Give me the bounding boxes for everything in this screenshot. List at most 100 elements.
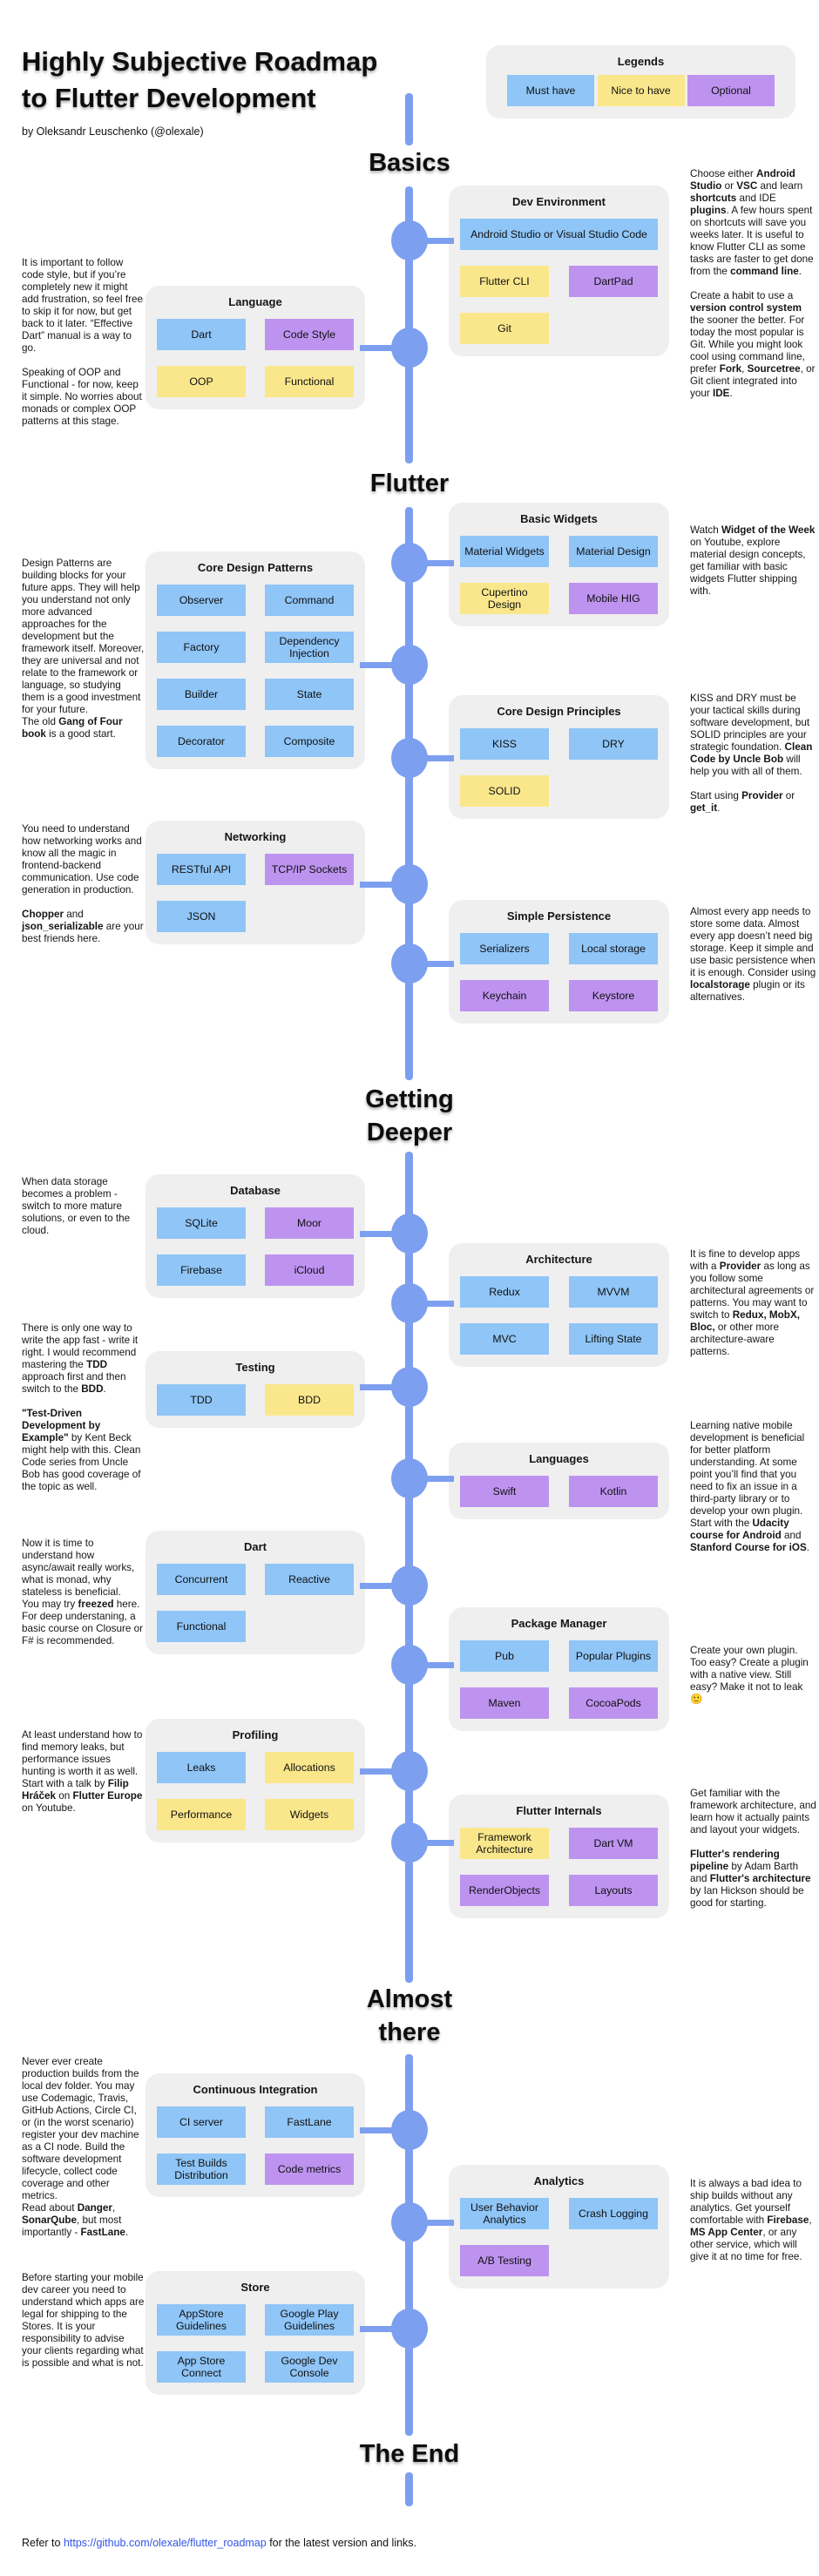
chip-mvvm: MVVM xyxy=(569,1276,658,1308)
timeline-connector-continuous-integration xyxy=(360,2127,410,2133)
chip-oop: OOP xyxy=(157,366,246,397)
chip-crash-logging: Crash Logging xyxy=(569,2198,658,2229)
note-basic-widgets: Watch Widget of the Week on Youtube, exp… xyxy=(690,524,816,597)
chip-lifting-state: Lifting State xyxy=(569,1323,658,1355)
legend-title: Legends xyxy=(617,55,665,68)
chip-appstore-guidelines: AppStore Guidelines xyxy=(157,2304,246,2336)
chip-test-builds-distribution: Test Builds Distribution xyxy=(157,2153,246,2185)
chip-pub: Pub xyxy=(460,1640,549,1672)
timeline-node-store xyxy=(391,2309,428,2349)
timeline-node-profiling xyxy=(391,1751,428,1791)
note-flutter-internals: Get familiar with the framework architec… xyxy=(690,1788,816,1909)
chip-kotlin: Kotlin xyxy=(569,1476,658,1507)
group-title-simple-persistence: Simple Persistence xyxy=(506,909,612,923)
footer-link[interactable]: https://github.com/olexale/flutter_roadm… xyxy=(63,2537,267,2549)
chip-composite: Composite xyxy=(265,726,354,757)
chip-cupertino-design: Cupertino Design xyxy=(460,583,549,614)
chip-functional: Functional xyxy=(265,366,354,397)
page-title-line2: to Flutter Development xyxy=(22,83,316,113)
note-database: When data storage becomes a problem - sw… xyxy=(22,1176,131,1236)
chip-functional: Functional xyxy=(157,1611,246,1642)
timeline-segment xyxy=(405,186,413,463)
chip-factory: Factory xyxy=(157,632,246,663)
group-title-core-design-principles: Core Design Principles xyxy=(497,705,621,718)
timeline-node-languages xyxy=(391,1458,428,1498)
group-title-continuous-integration: Continuous Integration xyxy=(193,2083,318,2096)
group-title-language: Language xyxy=(228,295,282,308)
group-title-flutter-internals: Flutter Internals xyxy=(516,1804,602,1817)
footer-suffix: for the latest version and links. xyxy=(266,2537,417,2549)
page-title: Highly Subjective Roadmap to Flutter Dev… xyxy=(22,44,431,117)
group-title-basic-widgets: Basic Widgets xyxy=(520,512,598,525)
timeline-node-core-design-principles xyxy=(391,738,428,778)
group-title-architecture: Architecture xyxy=(525,1253,592,1266)
chip-app-store-connect: App Store Connect xyxy=(157,2351,246,2383)
chip-git: Git xyxy=(460,313,549,344)
timeline-node-flutter-internals xyxy=(391,1822,428,1863)
chip-firebase: Firebase xyxy=(157,1254,246,1286)
note-networking: You need to understand how networking wo… xyxy=(22,823,144,944)
chip-material-design: Material Design xyxy=(569,536,658,567)
timeline-connector-database xyxy=(360,1231,410,1237)
chip-dart: Dart xyxy=(157,319,246,350)
chip-google-play-guidelines: Google Play Guidelines xyxy=(265,2304,354,2336)
chip-decorator: Decorator xyxy=(157,726,246,757)
timeline-connector-languages xyxy=(410,1476,454,1482)
timeline-node-testing xyxy=(391,1367,428,1407)
timeline-node-architecture xyxy=(391,1283,428,1323)
note-languages: Learning native mobile development is be… xyxy=(690,1420,810,1553)
chip-concurrent: Concurrent xyxy=(157,1564,246,1595)
chip-ci-server: CI server xyxy=(157,2106,246,2138)
footer-note: Refer to https://github.com/olexale/flut… xyxy=(22,2537,416,2549)
chip-material-widgets: Material Widgets xyxy=(460,536,549,567)
chip-leaks: Leaks xyxy=(157,1752,246,1783)
chip-renderobjects: RenderObjects xyxy=(460,1875,549,1906)
group-title-testing: Testing xyxy=(235,1361,275,1374)
chip-popular-plugins: Popular Plugins xyxy=(569,1640,658,1672)
chip-mvc: MVC xyxy=(460,1323,549,1355)
timeline-segment xyxy=(405,507,413,1080)
timeline-connector-simple-persistence xyxy=(410,961,454,967)
group-title-languages: Languages xyxy=(529,1452,589,1465)
chip-dart-vm: Dart VM xyxy=(569,1828,658,1859)
chip-code-style: Code Style xyxy=(265,319,354,350)
timeline-node-language xyxy=(391,328,428,368)
note-language: It is important to follow code style, bu… xyxy=(22,257,144,427)
timeline-node-dev-environment xyxy=(391,220,428,260)
note-dev-environment: Choose either Android Studio or VSC and … xyxy=(690,168,816,399)
legend-chip-optional: Optional xyxy=(687,75,775,106)
legend-chip-must-have: Must have xyxy=(507,75,594,106)
timeline-connector-package-manager xyxy=(410,1662,454,1668)
timeline-connector-networking xyxy=(360,882,410,888)
section-title-basics: Basics xyxy=(369,149,450,177)
chip-icloud: iCloud xyxy=(265,1254,354,1286)
note-dart: Now it is time to understand how async/a… xyxy=(22,1538,144,1646)
timeline-connector-language xyxy=(360,345,410,351)
legend-chip-nice-to-have: Nice to have xyxy=(597,75,685,106)
chip-restful-api: RESTful API xyxy=(157,854,246,885)
timeline-node-analytics xyxy=(391,2202,428,2242)
chip-allocations: Allocations xyxy=(265,1752,354,1783)
group-title-dart: Dart xyxy=(243,1540,267,1553)
legend-row: Must have Nice to have Optional xyxy=(486,75,795,106)
chip-keychain: Keychain xyxy=(460,980,549,1011)
chip-dependency-injection: Dependency Injection xyxy=(265,632,354,663)
group-title-database: Database xyxy=(230,1184,281,1197)
timeline-segment xyxy=(405,2472,413,2506)
timeline-connector-architecture xyxy=(410,1301,454,1307)
timeline-segment xyxy=(405,93,413,145)
chip-tdd: TDD xyxy=(157,1384,246,1416)
